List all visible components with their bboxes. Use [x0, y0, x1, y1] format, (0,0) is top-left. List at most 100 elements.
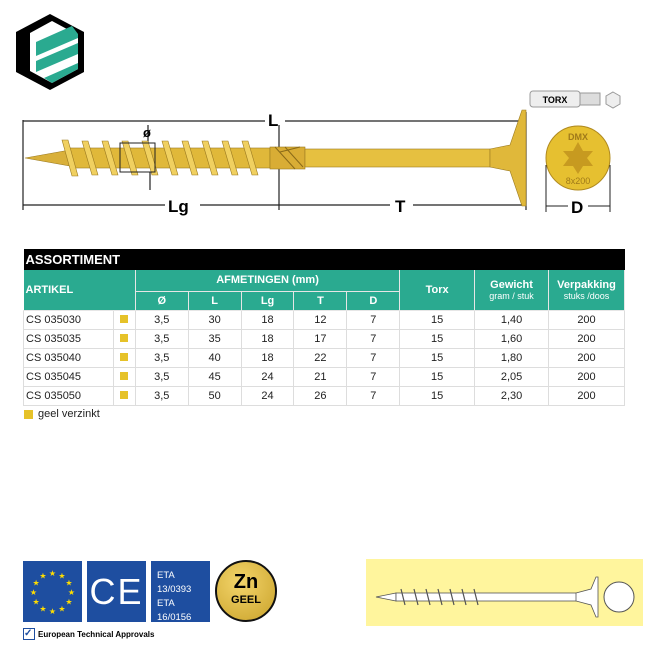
col-diameter: Ø: [135, 291, 189, 311]
star-icon: ★: [49, 569, 56, 578]
cell-d: 3,5: [134, 328, 189, 349]
cell-l: 30: [187, 309, 242, 330]
cell-t: 22: [293, 347, 348, 368]
cell-l: 50: [187, 385, 242, 406]
cell-w: 1,40: [474, 309, 549, 330]
eta-approvals: ✓ European Technical Approvals: [23, 628, 155, 640]
cell-dd: 7: [346, 385, 401, 406]
star-icon: ★: [39, 572, 46, 581]
finish-swatch: [112, 347, 136, 368]
label-L: L: [268, 111, 278, 130]
eu-flag-badge: ★★★★★★★★★★★★: [23, 561, 82, 622]
cell-lg: 24: [240, 366, 295, 387]
label-diameter: ø: [143, 125, 151, 140]
legend-label: geel verzinkt: [38, 408, 100, 420]
label-Lg: Lg: [168, 197, 189, 216]
assortment-table: ASSORTIMENT ARTIKEL AFMETINGEN (mm) Torx…: [23, 249, 625, 406]
head-marking-top: DMX: [568, 132, 588, 142]
cell-d: 3,5: [134, 347, 189, 368]
checkbox-icon: ✓: [23, 628, 35, 640]
cell-art: CS 035040: [23, 347, 114, 368]
screw-outline-icon: [375, 576, 635, 618]
star-icon: ★: [32, 579, 39, 588]
cell-p: 200: [548, 366, 625, 387]
col-d: D: [346, 291, 401, 311]
col-torx: Torx: [399, 270, 476, 311]
star-icon: ★: [49, 607, 56, 616]
col-t: T: [293, 291, 348, 311]
product-illustration: [366, 559, 643, 626]
table-title: ASSORTIMENT: [23, 249, 625, 270]
torx-bit-label: TORX: [543, 95, 568, 105]
cell-p: 200: [548, 328, 625, 349]
eu-stars-icon: ★★★★★★★★★★★★: [30, 569, 75, 616]
cell-art: CS 035035: [23, 328, 114, 349]
star-icon: ★: [58, 604, 65, 613]
cell-w: 1,80: [474, 347, 549, 368]
cell-d: 3,5: [134, 385, 189, 406]
cell-l: 35: [187, 328, 242, 349]
cell-art: CS 035050: [23, 385, 114, 406]
cell-lg: 24: [240, 385, 295, 406]
cell-torx: 15: [399, 347, 476, 368]
label-T: T: [395, 197, 406, 216]
star-icon: ★: [68, 588, 75, 597]
cell-t: 12: [293, 309, 348, 330]
cell-l: 40: [187, 347, 242, 368]
cell-p: 200: [548, 347, 625, 368]
star-icon: ★: [39, 604, 46, 613]
cell-torx: 15: [399, 309, 476, 330]
cell-t: 17: [293, 328, 348, 349]
head-marking-bottom: 8x200: [566, 176, 591, 186]
cell-w: 1,60: [474, 328, 549, 349]
cell-l: 45: [187, 366, 242, 387]
cell-w: 2,05: [474, 366, 549, 387]
cell-lg: 18: [240, 309, 295, 330]
cell-p: 200: [548, 385, 625, 406]
finish-swatch: [112, 385, 136, 406]
cell-dd: 7: [346, 347, 401, 368]
legend: geel verzinkt: [24, 408, 100, 420]
cell-dd: 7: [346, 328, 401, 349]
star-icon: ★: [65, 579, 72, 588]
cell-w: 2,30: [474, 385, 549, 406]
col-afmetingen: AFMETINGEN (mm): [135, 270, 401, 292]
star-icon: ★: [65, 598, 72, 607]
ce-badge: CE: [87, 561, 146, 622]
zn-geel-badge: Zn GEEL: [215, 560, 277, 622]
col-l: L: [188, 291, 242, 311]
finish-swatch: [112, 366, 136, 387]
star-icon: ★: [30, 588, 37, 597]
cell-d: 3,5: [134, 309, 189, 330]
cell-p: 200: [548, 309, 625, 330]
brand-logo: [16, 14, 84, 90]
cell-art: CS 035030: [23, 309, 114, 330]
cell-t: 26: [293, 385, 348, 406]
cell-dd: 7: [346, 366, 401, 387]
finish-swatch: [112, 328, 136, 349]
cell-lg: 18: [240, 328, 295, 349]
finish-swatch: [112, 309, 136, 330]
cell-t: 21: [293, 366, 348, 387]
star-icon: ★: [32, 598, 39, 607]
cell-art: CS 035045: [23, 366, 114, 387]
label-D: D: [571, 198, 583, 217]
cell-dd: 7: [346, 309, 401, 330]
col-lg: Lg: [241, 291, 295, 311]
cell-d: 3,5: [134, 366, 189, 387]
legend-swatch: [24, 409, 33, 419]
cell-lg: 18: [240, 347, 295, 368]
col-artikel: ARTIKEL: [23, 270, 136, 311]
screw-dimension-diagram: L Lg T ø DMX 8x200 D TORX: [22, 90, 621, 217]
cell-torx: 15: [399, 385, 476, 406]
cell-torx: 15: [399, 328, 476, 349]
cell-torx: 15: [399, 366, 476, 387]
